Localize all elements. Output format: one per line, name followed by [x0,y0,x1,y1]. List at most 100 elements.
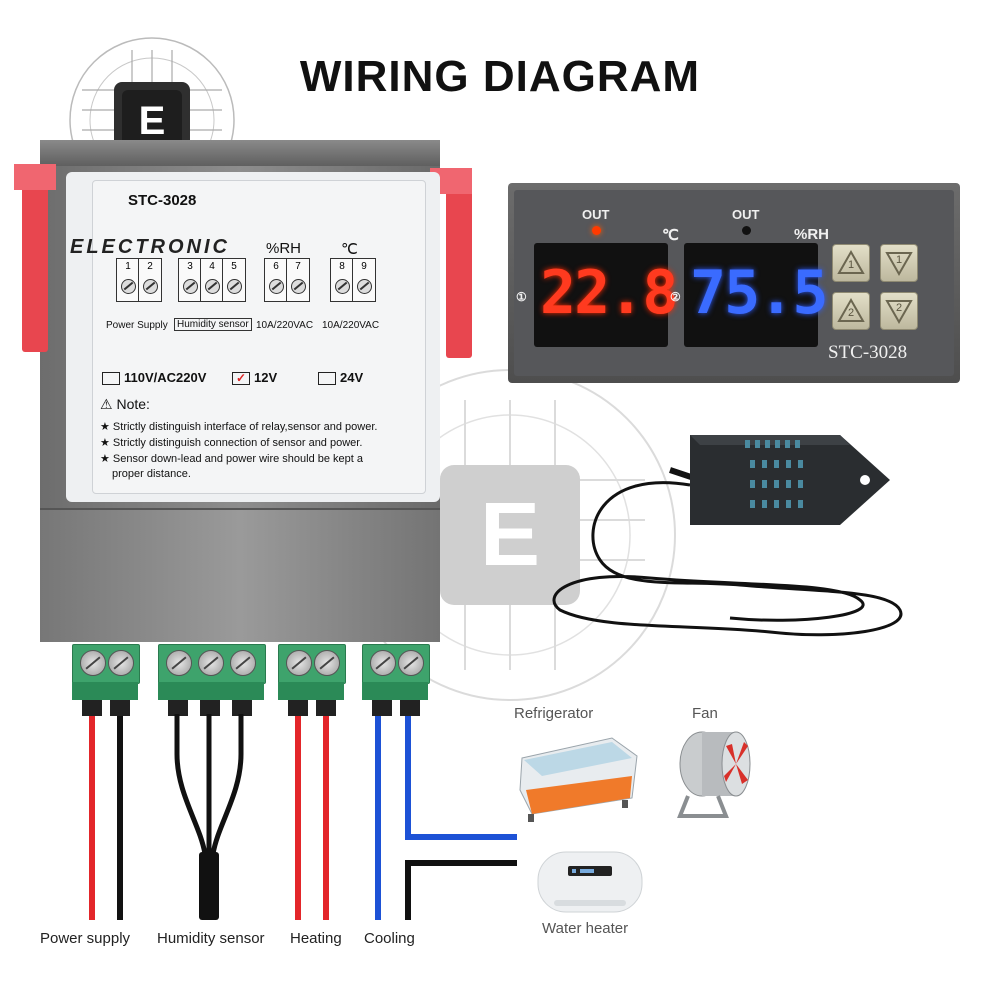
humidity-display [684,243,818,347]
label-note-1: ★ Strictly distinguish interface of rela… [100,421,378,433]
temperature-display [534,243,668,347]
water-heater-label: Water heater [542,920,629,937]
voltage-option-24v: 24V [318,370,363,386]
label-terminal-6: 6 [264,258,288,302]
triangle-down-icon [885,300,913,325]
terminal-pin [110,700,130,716]
label-note-3: ★ Sensor down-lead and power wire should… [100,453,364,465]
terminal-block-sensor-base [158,682,264,700]
wire-cooling-blue-2 [405,716,411,840]
device-top-edge [40,140,440,166]
mounting-clip-left [22,172,48,352]
panel-marker-2: ② [670,290,681,304]
terminal-pin [372,700,392,716]
label-terminal-4: 4 [200,258,224,302]
humidity-value: 75.5 [690,258,828,328]
terminal-pin [200,700,220,716]
led-indicator-off-icon [742,226,751,235]
wire-power-red [89,716,95,920]
label-note-title: ⚠ Note: [100,396,150,412]
panel-marker-1: ① [516,290,527,304]
terminal-block-cooling-base [362,682,428,700]
watermark-letter-center: E [480,485,540,585]
label-terminal-2: 2 [138,258,162,302]
screw-icon[interactable] [230,650,256,676]
label-brand: ELECTRONIC [70,236,230,258]
screw-icon[interactable] [108,650,134,676]
panel-unit-rh: %RH [794,226,830,243]
label-model: STC-3028 [128,192,197,209]
screw-icon[interactable] [198,650,224,676]
triangle-up-icon [837,249,865,274]
wire-power-black [117,716,123,920]
connection-label-humidity-sensor: Humidity sensor [157,930,265,947]
screw-icon[interactable] [314,650,340,676]
label-power-supply: Power Supply [106,320,168,331]
label-unit-c: ℃ [341,241,358,258]
screw-icon[interactable] [80,650,106,676]
refrigerator-label: Refrigerator [514,705,594,722]
screw-icon[interactable] [370,650,396,676]
label-relay-1: 10A/220VAC [256,320,314,331]
wire-black-down [405,860,411,920]
wire-cooling-blue-horizontal [405,834,517,840]
key-down-2[interactable]: 2 [880,292,918,330]
terminal-pin [168,700,188,716]
terminal-block-heating-base [278,682,344,700]
screw-icon[interactable] [286,650,312,676]
screw-icon[interactable] [166,650,192,676]
terminal-pin [232,700,252,716]
terminal-pin [288,700,308,716]
label-unit-rh: %RH [266,240,302,257]
wire-cooling-blue-1 [375,716,381,920]
panel-out-label-2: OUT [732,207,760,222]
wire-sensor-bundle [174,714,244,920]
label-terminal-1: 1 [116,258,140,302]
label-relay-2: 10A/220VAC [322,320,380,331]
humidity-sensor-probe [552,435,903,637]
label-humidity-sensor: Humidity sensor [174,318,252,331]
key-up-1[interactable]: 1 [832,244,870,282]
key-up-2[interactable]: 2 [832,292,870,330]
label-terminal-9: 9 [352,258,376,302]
label-terminal-7: 7 [286,258,310,302]
warning-icon: ⚠ [100,396,113,412]
panel-unit-c: ℃ [662,227,679,244]
page-title: WIRING DIAGRAM [299,52,701,101]
terminal-pin [316,700,336,716]
triangle-down-icon [885,252,913,277]
voltage-option-12v: ✓12V [232,370,277,386]
terminal-block-power-base [72,682,138,700]
connection-label-power-supply: Power supply [40,930,131,947]
wire-heating-red-2 [323,716,329,920]
led-indicator-icon [592,226,601,235]
watermark-letter: E [139,99,166,143]
label-terminal-3: 3 [178,258,202,302]
wire-black-horizontal [405,860,517,866]
terminal-pin [400,700,420,716]
label-note-4: proper distance. [112,468,191,480]
voltage-option-110v: 110V/AC220V [102,370,206,386]
refrigerator-icon [519,737,638,822]
checkmark-icon: ✓ [232,372,250,386]
label-terminal-5: 5 [222,258,246,302]
label-note-2: ★ Strictly distinguish connection of sen… [100,437,363,449]
device-lower-case [40,508,440,642]
fan-label: Fan [692,705,718,722]
terminal-pin [82,700,102,716]
wire-heating-red-1 [295,716,301,920]
mounting-clip-right [446,178,472,358]
label-terminal-8: 8 [330,258,354,302]
fan-icon [677,731,751,818]
key-down-1[interactable]: 1 [880,244,918,282]
screw-icon[interactable] [398,650,424,676]
water-heater-icon [537,851,643,913]
temperature-value: 22.8 [540,258,678,328]
panel-model: STC-3028 [828,342,908,363]
connection-label-heating: Heating [290,930,342,947]
panel-out-label-1: OUT [582,207,610,222]
mounting-clip-left-tab [14,164,56,190]
device-label [92,180,426,494]
connection-label-cooling: Cooling [364,930,415,947]
triangle-up-icon [837,297,865,322]
